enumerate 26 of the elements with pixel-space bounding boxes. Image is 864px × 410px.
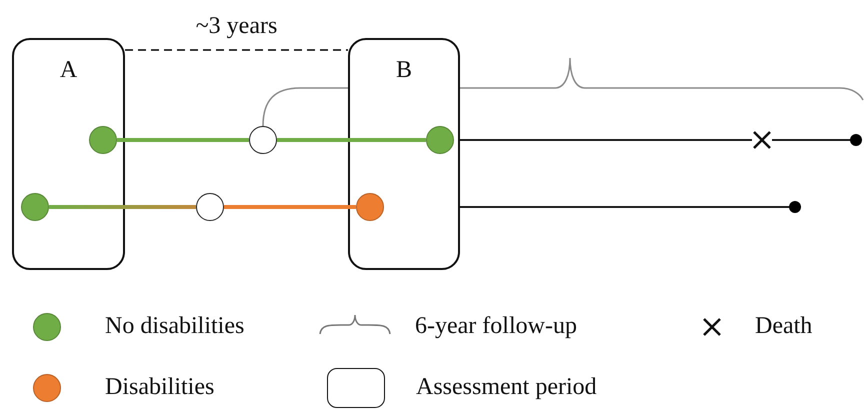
end-dot bbox=[789, 201, 801, 213]
legend-label: Assessment period bbox=[416, 375, 597, 399]
death-cross-icon bbox=[752, 130, 772, 150]
status-circle bbox=[356, 193, 384, 221]
connector-line bbox=[117, 138, 249, 142]
status-circle bbox=[21, 193, 49, 221]
box-label: B bbox=[394, 58, 413, 82]
status-circle bbox=[196, 193, 224, 221]
connector-line bbox=[460, 206, 789, 208]
legend-label: No disabilities bbox=[105, 314, 244, 338]
connector-line bbox=[772, 139, 850, 141]
connector-line bbox=[224, 205, 356, 209]
legend-label: Death bbox=[755, 314, 812, 338]
connector-line bbox=[460, 139, 752, 141]
assessment-box bbox=[12, 38, 125, 270]
legend-label: 6-year follow-up bbox=[415, 314, 577, 338]
end-dot bbox=[850, 134, 862, 146]
connector-line bbox=[49, 205, 196, 209]
status-circle bbox=[249, 126, 277, 154]
status-circle bbox=[426, 126, 454, 154]
legend-label: Disabilities bbox=[105, 375, 214, 399]
status-circle bbox=[89, 126, 117, 154]
dashed-connector bbox=[125, 49, 348, 51]
box-label: A bbox=[58, 58, 78, 82]
connector-line bbox=[277, 138, 426, 142]
assessment-box bbox=[348, 38, 460, 270]
